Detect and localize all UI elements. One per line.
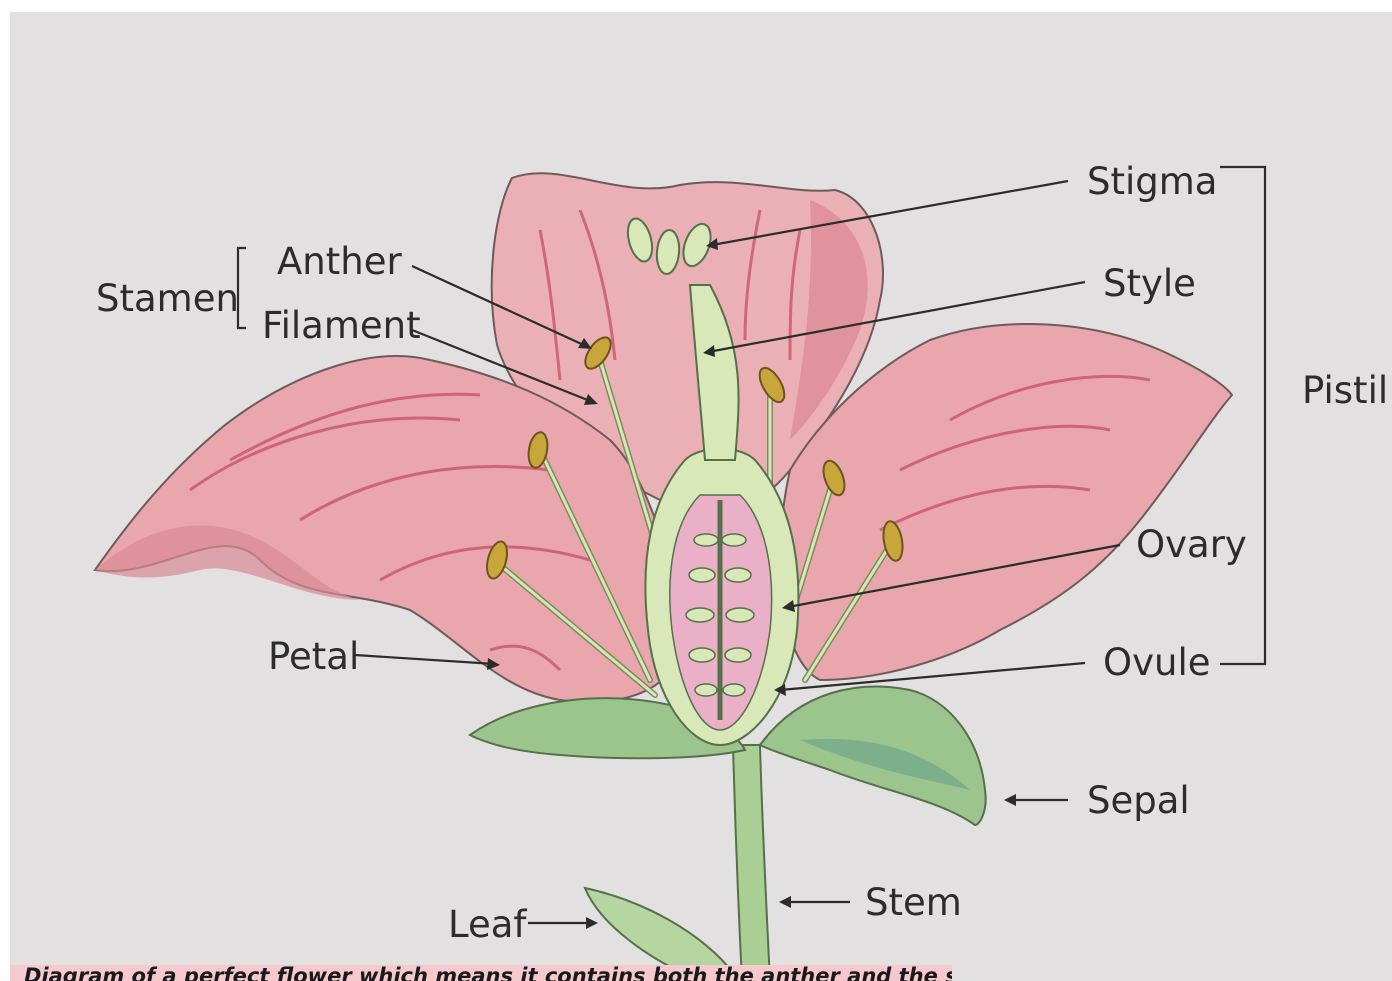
label-stem: Stem (865, 881, 962, 924)
caption-text: Diagram of a perfect flower which means … (24, 965, 952, 981)
label-pistil: Pistil (1302, 369, 1388, 412)
label-sepal: Sepal (1087, 779, 1190, 822)
label-ovary: Ovary (1136, 523, 1247, 566)
label-filament: Filament (262, 304, 421, 347)
label-stigma: Stigma (1087, 160, 1217, 203)
label-style: Style (1103, 262, 1196, 305)
label-anther: Anther (277, 240, 402, 283)
caption-band: Diagram of a perfect flower which means … (10, 965, 952, 981)
label-leaf: Leaf (448, 903, 527, 946)
label-stamen: Stamen (96, 277, 239, 320)
label-petal: Petal (268, 635, 359, 678)
stem (733, 745, 770, 981)
label-ovule: Ovule (1103, 641, 1211, 684)
